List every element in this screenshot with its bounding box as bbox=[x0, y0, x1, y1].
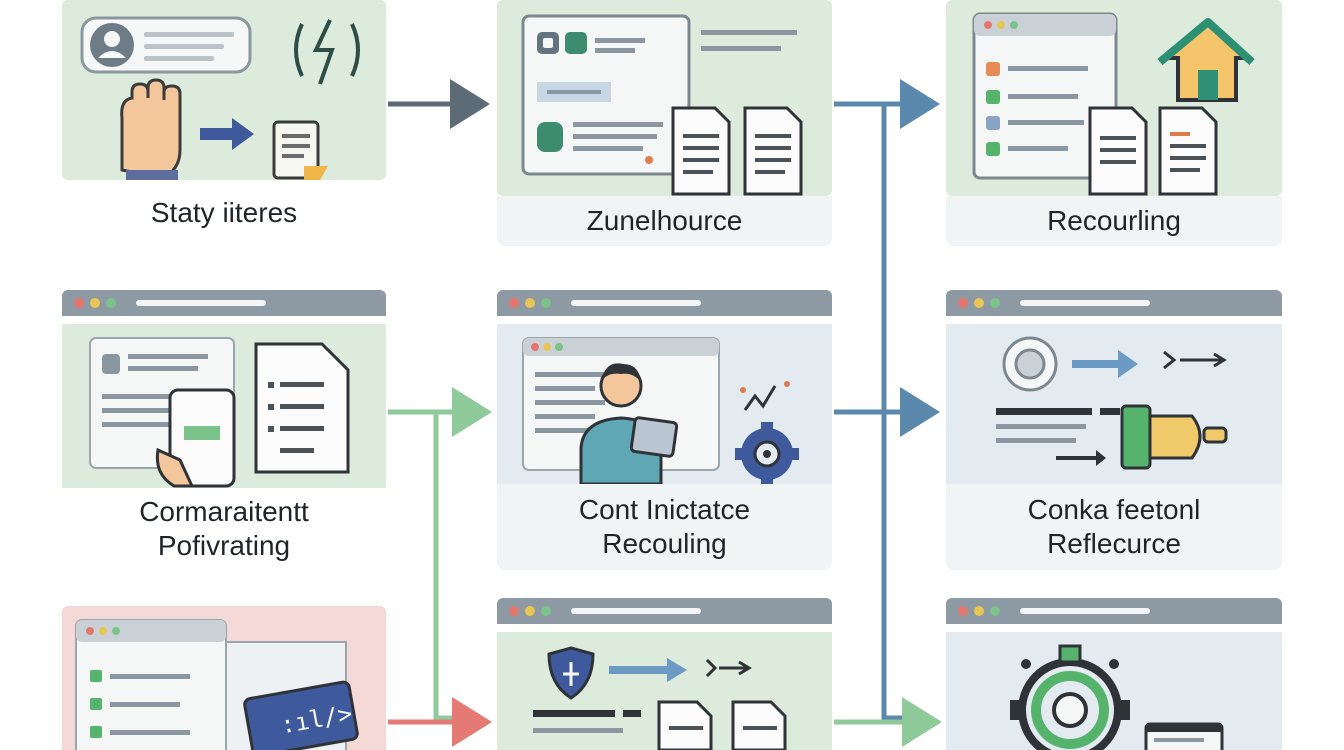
document-icon bbox=[254, 342, 350, 474]
card-caption: Zunelhource bbox=[586, 205, 743, 236]
window-titlebar bbox=[497, 290, 832, 316]
document-icon bbox=[1088, 106, 1148, 196]
phone-icon bbox=[155, 388, 236, 488]
card-illustration bbox=[946, 0, 1282, 196]
document-icon bbox=[1158, 106, 1218, 196]
card-label-box: Recourling bbox=[946, 196, 1282, 246]
card-illustration bbox=[62, 0, 386, 180]
gear-icon bbox=[1002, 336, 1058, 392]
card-label-box: Zunelhource bbox=[497, 196, 832, 246]
target-gear-icon bbox=[1010, 644, 1130, 750]
card-caption: Recourling bbox=[1047, 205, 1181, 236]
arrow-right-icon bbox=[200, 118, 254, 150]
document-icon bbox=[671, 106, 731, 196]
card-r2c1: Cormaraitentt Pofivrating bbox=[62, 290, 386, 570]
person-tablet-icon bbox=[579, 363, 679, 484]
window-titlebar bbox=[946, 598, 1282, 624]
browser-window-icon bbox=[521, 14, 691, 176]
signal-bolt-icon bbox=[294, 19, 360, 85]
card-caption: Cormaraitentt bbox=[139, 496, 309, 527]
server-icon bbox=[1144, 722, 1224, 750]
card-illustration bbox=[946, 324, 1282, 484]
card-illustration bbox=[497, 0, 832, 196]
shield-icon bbox=[547, 646, 595, 700]
card-r1c3: Recourling bbox=[946, 0, 1282, 246]
code-card-icon: :ıl/> bbox=[243, 680, 359, 750]
card-illustration bbox=[946, 632, 1282, 750]
arrow-right-icon bbox=[609, 658, 687, 682]
document-icon bbox=[272, 120, 328, 180]
plug-icon bbox=[1120, 404, 1228, 470]
window-titlebar bbox=[497, 598, 832, 624]
document-icon bbox=[731, 700, 787, 750]
arrow-right-icon bbox=[1072, 350, 1138, 378]
window-titlebar bbox=[62, 290, 386, 316]
card-r3c1: :ıl/> bbox=[62, 606, 386, 750]
card-illustration bbox=[497, 324, 832, 484]
gear-icon bbox=[735, 422, 799, 484]
user-avatar-icon bbox=[80, 16, 252, 74]
card-illustration bbox=[497, 632, 832, 750]
card-caption: Reflecurce bbox=[1047, 528, 1181, 559]
card-r2c3: Conka feetonl Reflecurce bbox=[946, 290, 1282, 570]
card-r3c2 bbox=[497, 598, 832, 750]
document-icon bbox=[657, 700, 713, 750]
card-caption: Recouling bbox=[602, 528, 727, 559]
card-label-box: Cormaraitentt Pofivrating bbox=[62, 488, 386, 570]
card-r1c2: Zunelhource bbox=[497, 0, 832, 246]
card-r2c2: Cont Inictatce Recouling bbox=[497, 290, 832, 570]
card-r1c1: Staty iiteres bbox=[62, 0, 386, 246]
card-caption: Staty iiteres bbox=[150, 197, 298, 228]
card-r3c3 bbox=[946, 598, 1282, 750]
arrow-green-r2 bbox=[388, 409, 480, 721]
card-illustration: :ıl/> bbox=[62, 606, 386, 750]
card-label-box: Staty iiteres bbox=[62, 180, 386, 246]
browser-window-icon bbox=[972, 12, 1118, 180]
card-caption: Conka feetonl bbox=[1027, 494, 1201, 525]
document-icon bbox=[743, 106, 803, 196]
arrow-blue-trunk bbox=[834, 101, 930, 721]
trend-icon bbox=[740, 381, 790, 411]
card-illustration bbox=[62, 324, 386, 488]
house-icon bbox=[1157, 18, 1255, 102]
card-caption: Pofivrating bbox=[157, 530, 291, 561]
card-label-box: Conka feetonl Reflecurce bbox=[946, 484, 1282, 570]
card-label-box: Cont Inictatce Recouling bbox=[497, 484, 832, 570]
window-titlebar bbox=[946, 290, 1282, 316]
hand-icon bbox=[120, 78, 182, 180]
card-caption: Cont Inictatce bbox=[578, 494, 751, 525]
